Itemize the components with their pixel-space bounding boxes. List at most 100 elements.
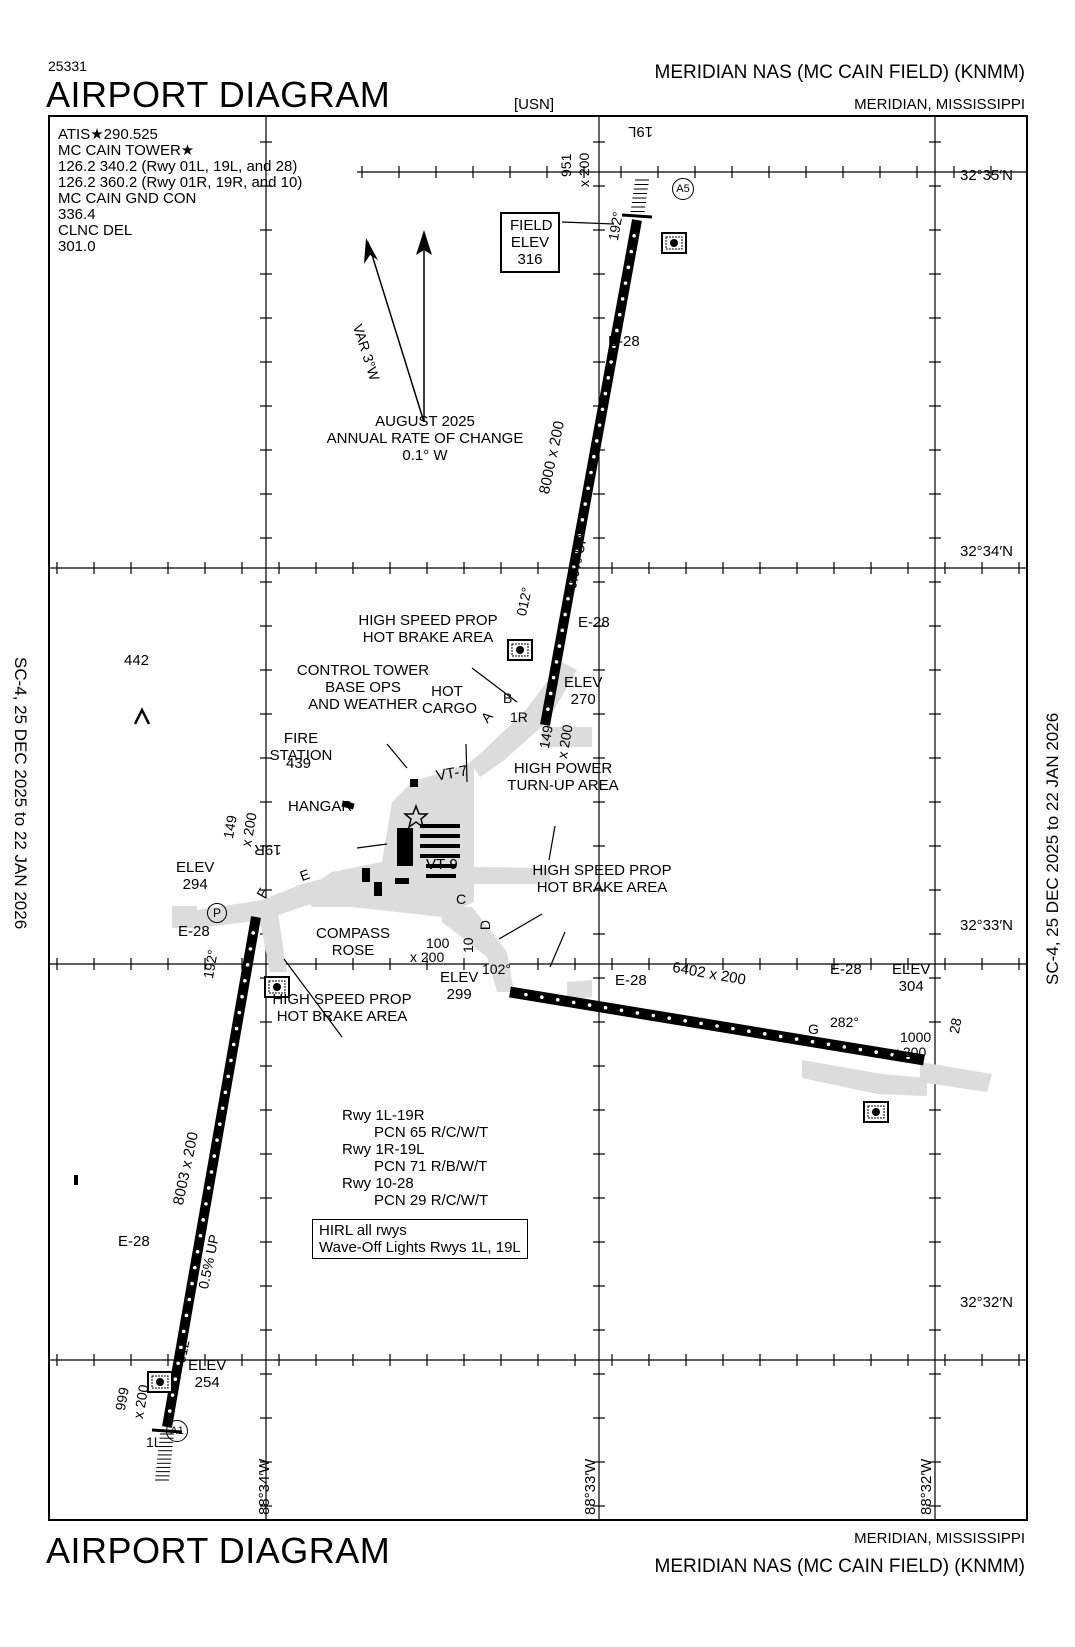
- rwy-1l-elev: ELEV 254: [188, 1357, 227, 1391]
- lon-88-33: 88°33′W: [582, 1458, 599, 1515]
- rwy-19l-overrun: 951: [558, 153, 574, 177]
- approach-a5-icon: A5: [672, 178, 694, 200]
- runway-1r-19l-edge-light: [574, 549, 579, 554]
- runway-1l-19r-edge-light: [218, 1122, 222, 1126]
- vt9-label: VT-9: [426, 856, 458, 873]
- overrun-19r: [172, 906, 197, 928]
- taxiway-e: [197, 874, 347, 928]
- overrun-28: [920, 1062, 992, 1092]
- runway-1l-19r-edge-light: [179, 1345, 183, 1350]
- runway-10-28-edge-light: [826, 1042, 831, 1047]
- runway-1l-19r-edge-light: [195, 1249, 200, 1254]
- runway-1l-19r-edge-light: [170, 1393, 175, 1397]
- rwy-19r-label: 19R: [254, 841, 282, 858]
- runway-1r-19l-edge-light: [615, 328, 619, 333]
- runway-10-28-edge-light: [731, 1026, 735, 1031]
- runway-1r-19l-edge-light: [563, 612, 567, 617]
- magvar-arrows: [367, 241, 425, 423]
- rwy-1l19r-e28-south: E-28: [118, 1233, 150, 1250]
- runway-1r-19l-edge-light: [557, 644, 562, 648]
- lat-32-33: 32°33′N: [960, 917, 1014, 934]
- apron-main: [302, 762, 474, 917]
- rwy-10-overrun: 100: [426, 935, 450, 951]
- runway-1l-19r-edge-light: [226, 1074, 230, 1079]
- runway-1l-19r-edge-light: [193, 1265, 197, 1270]
- runway-10-28-edge-light: [906, 1055, 910, 1060]
- comms-block: ATIS★290.525 MC CAIN TOWER★ 126.2 340.2 …: [58, 127, 302, 255]
- runway-1r-19l-edge-light: [620, 297, 625, 301]
- rwy-1l-label: 1L: [146, 1434, 162, 1450]
- runway-1l-19r-edge-light: [231, 1042, 236, 1047]
- runway-10-28-edge-light: [555, 998, 560, 1002]
- runway-1r-19l-edge-light: [617, 312, 622, 317]
- validity-right: SC-4, 25 DEC 2025 to 22 JAN 2026: [1043, 712, 1062, 985]
- runway-10-28-edge-light: [858, 1047, 863, 1052]
- atis-freq: ATIS★290.525: [58, 126, 158, 143]
- magvar-note: AUGUST 2025 ANNUAL RATE OF CHANGE 0.1° W: [326, 413, 524, 464]
- runway-10-28: [509, 986, 925, 1066]
- rwy-28-overrun-width: x 200: [892, 1044, 927, 1060]
- hot-spot-inner: [268, 980, 286, 994]
- rwy-28-elev: ELEV 304: [892, 961, 931, 995]
- tower-freq-2: 126.2 360.2 (Rwy 01R, 19R, and 10): [58, 174, 303, 191]
- rwy-19l-overrun-width: x 200: [576, 152, 592, 187]
- runway-1l-19r-edge-light: [190, 1281, 194, 1286]
- clearance-freq: 301.0: [58, 238, 96, 255]
- runway-1l-19r-edge-light: [229, 1058, 233, 1063]
- obstacle-symbol: [133, 707, 151, 725]
- runway-1l-19r-edge-light: [209, 1170, 214, 1174]
- rwy-19r-elev: ELEV 294: [176, 859, 215, 893]
- runway-10-28-edge-light: [524, 992, 528, 997]
- hot-spot-dot: [273, 983, 281, 991]
- chart-number: 25331: [48, 58, 87, 74]
- lat-32-32: 32°32′N: [960, 1294, 1014, 1311]
- approach-a1-icon: A1: [166, 1420, 188, 1442]
- rwy-1l19r-e28-north: E-28: [178, 923, 210, 940]
- runways: [151, 179, 925, 1481]
- runway-1r-19l-edge-light: [597, 423, 602, 427]
- runway-10-28-edge-light: [715, 1024, 719, 1028]
- lon-88-34: 88°34′W: [256, 1458, 273, 1515]
- tower-freq-1: 126.2 340.2 (Rwy 01L, 19L, and 28): [58, 158, 298, 175]
- hot-spot-dot: [872, 1108, 880, 1116]
- leader-lines: [283, 221, 615, 1038]
- runway-1l-19r-edge-light: [248, 947, 253, 951]
- rwy-1r19l-e28-north: E-28: [608, 333, 640, 350]
- runway-1r-19l-edge-light: [600, 407, 605, 412]
- runway-1l-19r-edge-light: [240, 994, 244, 999]
- runway-1l-19r-edge-light: [243, 978, 247, 983]
- lat-32-34: 32°34′N: [960, 543, 1014, 560]
- hot-spot-inner: [867, 1105, 885, 1119]
- hot-spot-inner: [511, 643, 529, 657]
- runway-10-28-edge-light: [651, 1013, 656, 1018]
- runway-10-28-edge-light: [778, 1034, 783, 1039]
- runway-1r-19l-edge-light: [560, 628, 565, 633]
- rwy-10-label: 10: [460, 937, 476, 953]
- runway-1r-19l-edge-light: [623, 281, 628, 285]
- runway-1r-19l-edge-light: [606, 376, 611, 380]
- runway-1l-19r-edge-light: [198, 1233, 203, 1238]
- airport-location: MERIDIAN, MISSISSIPPI: [854, 96, 1025, 113]
- runway-10-28-edge-light: [603, 1005, 608, 1010]
- rwy-10-28-e28-west: E-28: [615, 972, 647, 989]
- taxiway-hold: [567, 980, 592, 1000]
- runway-10-28-edge-light: [874, 1050, 879, 1054]
- runway-10-28-edge-light: [667, 1016, 672, 1020]
- obstacle-height: 442: [124, 652, 150, 669]
- buildings: [74, 779, 460, 1185]
- agency: [USN]: [514, 96, 555, 113]
- rwy-10-heading: 102°: [482, 961, 511, 977]
- runway-1r-19l: [540, 219, 642, 726]
- runway-1r-19l-edge-light: [589, 470, 593, 475]
- turnup-pad: [474, 867, 552, 884]
- taxiway-c: [442, 907, 514, 992]
- runway-1r-19l-edge-light: [586, 486, 590, 491]
- tower-label: MC CAIN TOWER★: [58, 142, 195, 159]
- runway-1r-19l-edge-light: [577, 533, 582, 538]
- runway-1r-19l-edge-light: [548, 691, 553, 696]
- lighting-box: HIRL all rwys Wave-Off Lights Rwys 1L, 1…: [312, 1219, 528, 1259]
- clearance-label: CLNC DEL: [58, 222, 133, 239]
- runway-1l-19r-edge-light: [184, 1313, 189, 1318]
